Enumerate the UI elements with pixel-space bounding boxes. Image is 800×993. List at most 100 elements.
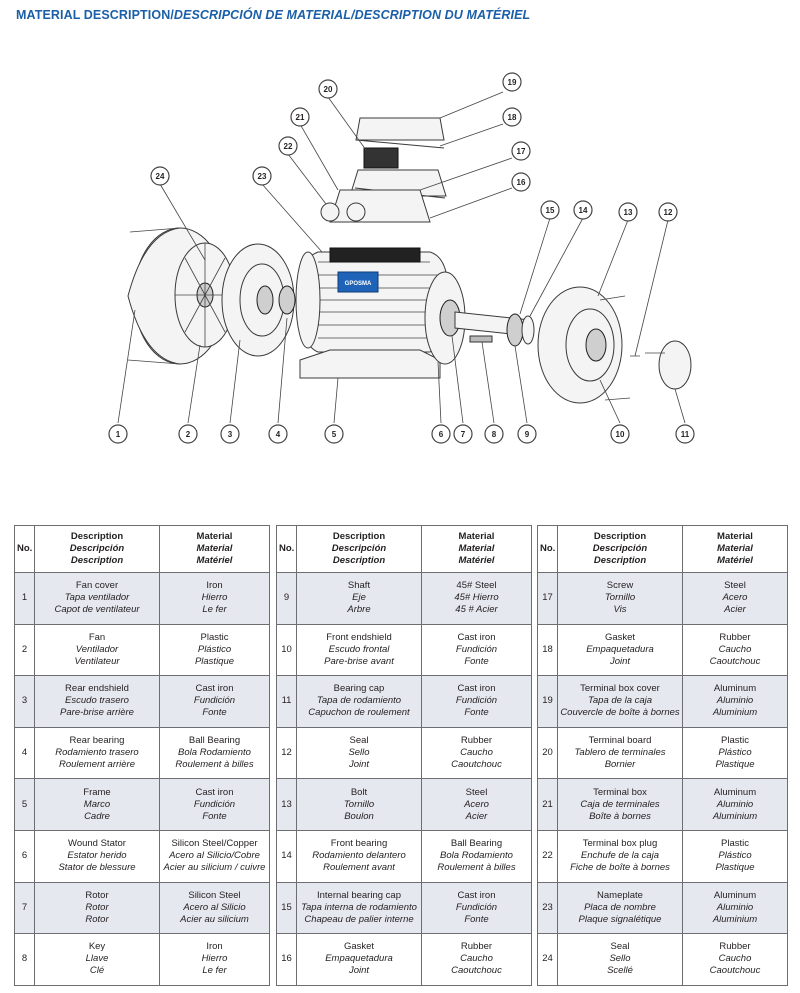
part-number: 10 — [276, 623, 297, 677]
part-number: 22 — [537, 829, 558, 883]
part-number: 24 — [537, 933, 558, 986]
svg-text:16: 16 — [517, 178, 526, 187]
part-number: 3 — [14, 675, 35, 728]
callout-13: 13 — [618, 202, 638, 222]
part-number: 12 — [276, 726, 297, 780]
svg-text:18: 18 — [508, 113, 517, 122]
callout-22: 22 — [278, 136, 298, 156]
callout-7: 7 — [453, 424, 473, 444]
svg-text:8: 8 — [492, 430, 497, 439]
part-number: 2 — [14, 623, 35, 677]
part-number: 17 — [537, 572, 558, 625]
part-number: 18 — [537, 623, 558, 677]
svg-text:19: 19 — [508, 78, 517, 87]
part-number: 14 — [276, 829, 297, 883]
part-number: 16 — [276, 933, 297, 986]
callout-16: 16 — [511, 172, 531, 192]
callout-18: 18 — [502, 107, 522, 127]
header-no: No. — [276, 525, 297, 573]
svg-text:5: 5 — [332, 430, 337, 439]
leader-lines — [117, 91, 686, 424]
part-number: 15 — [276, 881, 297, 935]
callout-8: 8 — [484, 424, 504, 444]
part-number: 7 — [14, 881, 35, 935]
exploded-motor-diagram: GPOSMA — [108, 72, 695, 444]
callout-24: 24 — [150, 166, 170, 186]
part-number: 6 — [14, 829, 35, 883]
svg-text:24: 24 — [156, 172, 165, 181]
part-number: 20 — [537, 726, 558, 780]
svg-text:10: 10 — [616, 430, 625, 439]
svg-text:23: 23 — [258, 172, 267, 181]
svg-text:3: 3 — [228, 430, 233, 439]
part-number: 13 — [276, 778, 297, 831]
svg-text:22: 22 — [284, 142, 293, 151]
terminal-box-drawing — [320, 117, 447, 223]
callout-17: 17 — [511, 141, 531, 161]
part-number: 1 — [14, 572, 35, 625]
callout-14: 14 — [573, 200, 593, 220]
callout-11: 11 — [675, 424, 695, 444]
svg-text:1: 1 — [116, 430, 121, 439]
rear-endshield-drawing — [221, 243, 295, 357]
title-es: DESCRIPCIÓN DE MATERIAL/ — [173, 8, 355, 22]
fan-drawing — [174, 242, 236, 348]
part-number: 23 — [537, 881, 558, 935]
svg-text:6: 6 — [439, 430, 444, 439]
nameplate-label: GPOSMA — [345, 281, 372, 287]
part-number: 19 — [537, 675, 558, 728]
svg-text:13: 13 — [624, 208, 633, 217]
callout-19: 19 — [502, 72, 522, 92]
callout-21: 21 — [290, 107, 310, 127]
internal-bearing-cap-drawing — [521, 315, 535, 345]
part-number: 11 — [276, 675, 297, 728]
